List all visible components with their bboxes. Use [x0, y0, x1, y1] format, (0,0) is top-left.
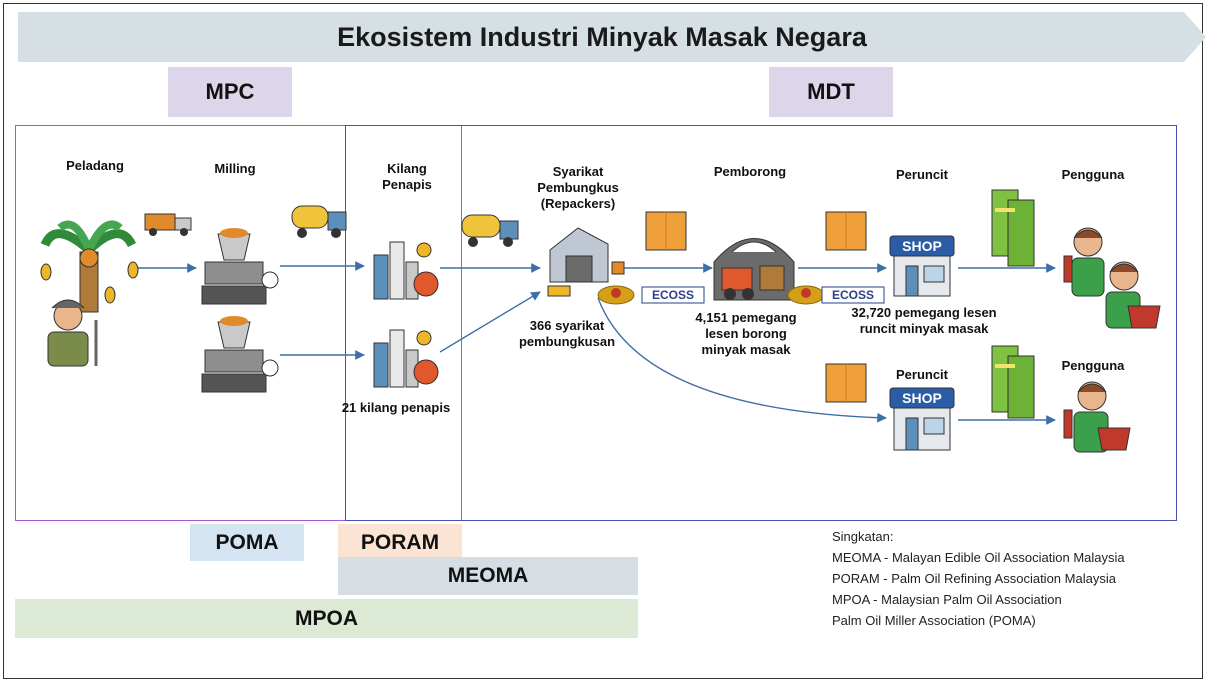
stage-syarikat-pembungkus: Syarikat Pembungkus (Repackers) [537, 164, 619, 211]
flow-arrows [132, 261, 1056, 425]
stage-peruncit-2: Peruncit [895, 367, 948, 382]
warehouse-icon [547, 227, 625, 297]
shop-sign-2: SHOP [902, 390, 942, 406]
title-banner-arrow [18, 12, 1206, 62]
oil-pack-icon-1 [991, 189, 1035, 267]
count-syarikat: 366 syarikat pembungkusan [518, 318, 616, 349]
crest-icon-2 [787, 285, 825, 305]
mdt-tag: MDT [769, 67, 893, 117]
arrow-kilang-syarikat-bottom [439, 291, 541, 353]
shop-icon-1 [889, 235, 955, 297]
ecoss-logo-1-bg [641, 286, 705, 304]
poma-tag: POMA [190, 524, 304, 561]
stage-kilang-penapis: Kilang Penapis [382, 161, 432, 192]
consumer-icon-1 [1063, 227, 1105, 297]
mdt-region-box [345, 125, 1177, 521]
stage-peruncit-1: Peruncit [895, 167, 948, 182]
ecoss-logo-2-bg [821, 286, 885, 304]
palm-tree-icon [40, 220, 139, 313]
mpc-tag: MPC [168, 67, 292, 117]
outer-frame [3, 3, 1203, 679]
farmer-icon [47, 299, 98, 367]
refinery-icon-2 [373, 329, 439, 388]
tanker-truck-icon-1 [291, 205, 347, 238]
legend-item: MEOMA - Malayan Edible Oil Association M… [832, 550, 1125, 565]
abbreviation-legend: Singkatan: MEOMA - Malayan Edible Oil As… [832, 526, 1125, 631]
shop-icon-2 [889, 387, 955, 451]
milling-machine-icon-1 [201, 228, 279, 305]
count-pemborong: 4,151 pemegang lesen borong minyak masak [695, 310, 797, 357]
stage-peladang: Peladang [66, 158, 124, 173]
poram-tag: PORAM [338, 524, 462, 557]
wholesale-warehouse-icon [713, 238, 795, 301]
crest-icon-1 [597, 285, 635, 305]
legend-item: Palm Oil Miller Association (POMA) [832, 613, 1036, 628]
stage-pengguna-1: Pengguna [1061, 167, 1125, 182]
legend-heading: Singkatan: [832, 529, 894, 544]
stage-pengguna-2: Pengguna [1061, 358, 1125, 373]
meoma-bar: MEOMA [338, 557, 638, 595]
stage-pemborong: Pemborong [713, 164, 787, 179]
shop-sign-1: SHOP [902, 238, 942, 254]
box-icon-3 [825, 363, 867, 403]
box-icon-2 [825, 211, 867, 251]
legend-item: PORAM - Palm Oil Refining Association Ma… [832, 571, 1116, 586]
arrow-syarikat-peruncit-curve [597, 297, 887, 423]
refinery-icon-1 [373, 241, 439, 300]
count-peruncit: 32,720 pemegang lesen runcit minyak masa… [851, 305, 997, 336]
mpc-region-box [15, 125, 462, 521]
ecoss-label-2: ECOSS [831, 288, 874, 302]
ecoss-label-1: ECOSS [651, 288, 694, 302]
consumer-icon-2 [1105, 261, 1161, 329]
count-kilang: 21 kilang penapis [341, 400, 451, 415]
oil-pack-icon-2 [991, 345, 1035, 419]
mpoa-bar: MPOA [15, 599, 638, 638]
box-icon-1 [645, 211, 687, 251]
milling-machine-icon-2 [201, 316, 279, 393]
legend-item: MPOA - Malaysian Palm Oil Association [832, 592, 1062, 607]
truck-icon-small [144, 213, 192, 236]
diagram-title: Ekosistem Industri Minyak Masak Negara [337, 22, 867, 52]
consumer-icon-3 [1063, 381, 1131, 453]
stage-milling: Milling [214, 161, 256, 176]
tanker-truck-icon-2 [461, 214, 519, 247]
